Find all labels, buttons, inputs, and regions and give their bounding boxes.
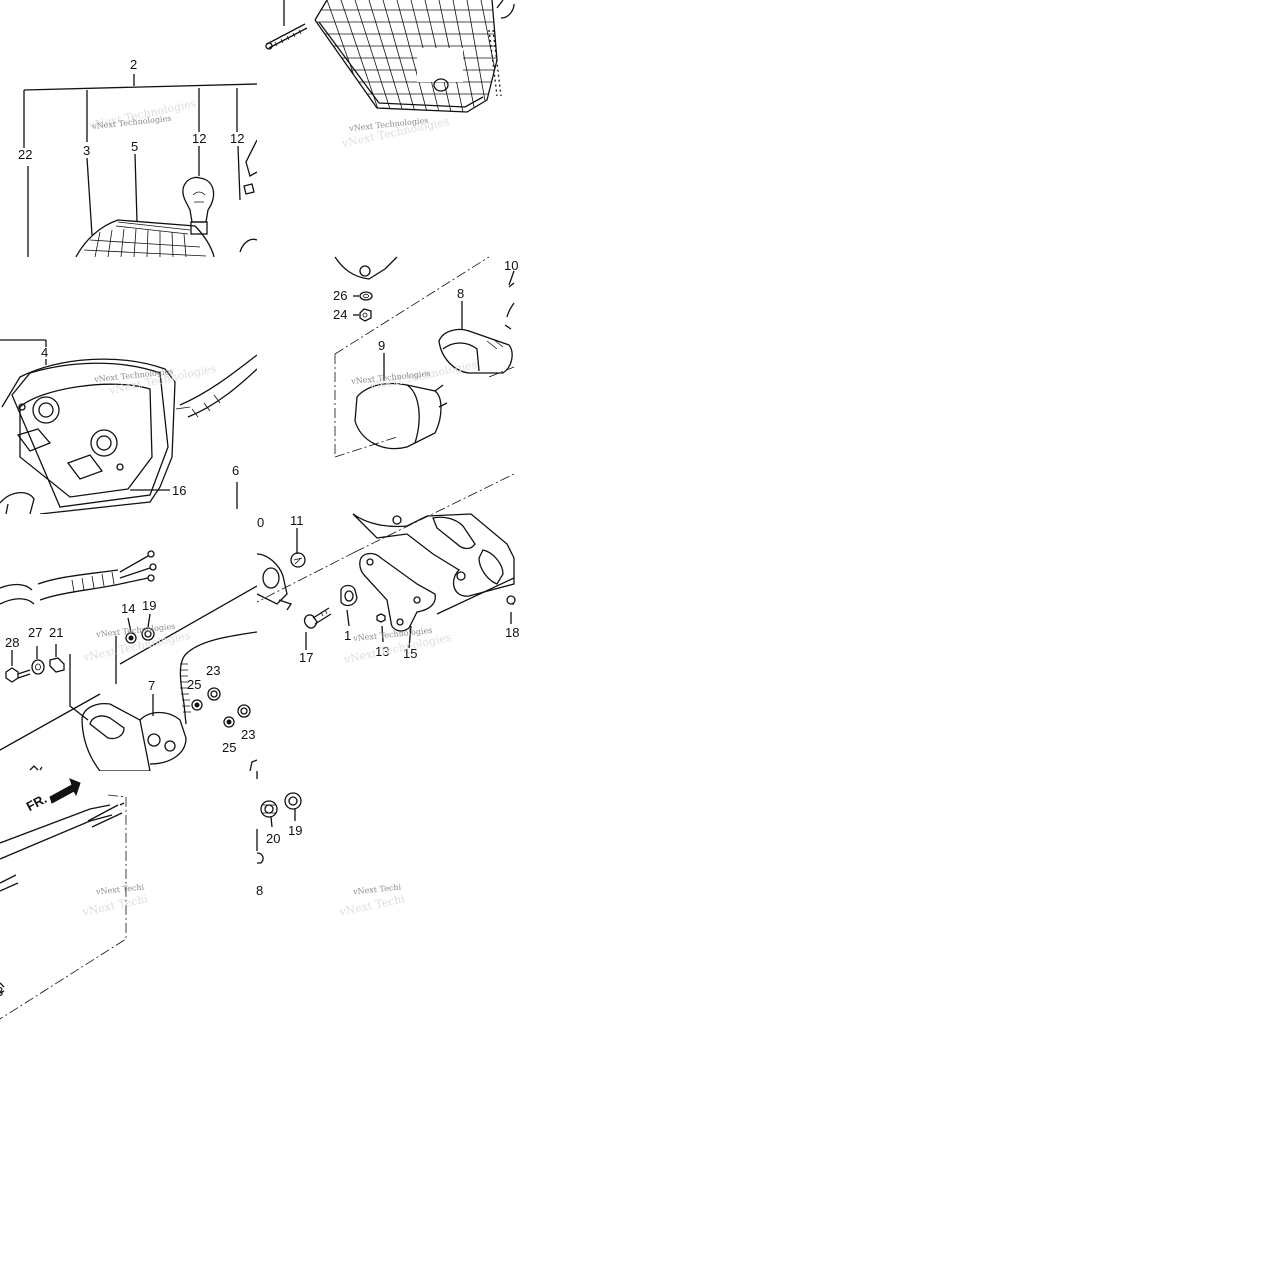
callout-10: 10 (504, 258, 519, 273)
callout-16: 16 (172, 483, 187, 498)
callout-14: 14 (121, 601, 136, 616)
tile-front-arrow: FR. 3 vNext Techi vNext Techi (0, 771, 257, 1028)
callout-19: 19 (142, 598, 157, 613)
callout-22: 22 (18, 147, 33, 162)
license-bracket-drawing (256, 473, 516, 650)
callout-7: 7 (148, 678, 156, 693)
callout-26: 26 (333, 288, 348, 303)
callout-21: 21 (49, 625, 64, 640)
callout-11: 11 (290, 513, 304, 528)
callout-8b: 8 (256, 883, 264, 898)
tile-nuts: 20 19 8 vNext Techi vNext Techi (256, 771, 514, 1028)
callout-25b: 25 (222, 740, 237, 755)
tile-taillight-lens: 2 22 3 5 12 12 vNext Technologies vNext … (0, 0, 258, 258)
callout-13: 13 (375, 644, 390, 659)
callout-1: 1 (344, 628, 352, 643)
callout-3: 3 (83, 143, 91, 158)
tile-turn-lamp: 26 24 9 8 10 vNext Technologies vNext Te… (257, 256, 518, 514)
callout-12a: 12 (192, 131, 207, 146)
turn-lamp-drawing (334, 256, 515, 458)
callout-24: 24 (333, 307, 348, 322)
tile-lens-grid: vNext Technologies vNext Technologies (257, 0, 515, 257)
housing-drawing (0, 339, 258, 515)
callout-28: 28 (5, 635, 20, 650)
front-arrow-drawing (0, 778, 127, 1020)
callout-8: 8 (457, 286, 465, 301)
callout-20: 20 (266, 831, 281, 846)
wiring-drawing (0, 550, 258, 772)
callout-3b: 3 (0, 985, 3, 998)
callout-27: 27 (28, 625, 43, 640)
callout-17: 17 (299, 650, 314, 665)
callout-23b: 23 (241, 727, 256, 742)
tile-lamp-housing: 4 6 16 vNext Technologies vNext Technolo… (0, 257, 258, 515)
callout-6: 6 (232, 463, 240, 478)
callout-0: 0 (257, 515, 265, 530)
callout-9: 9 (378, 338, 386, 353)
lens-grid-drawing (265, 0, 515, 113)
callout-12b: 12 (230, 131, 245, 146)
callout-25a: 25 (187, 677, 202, 692)
callout-19b: 19 (288, 823, 303, 838)
callout-23a: 23 (206, 663, 221, 678)
tile-wiring-bracket: 14 19 28 27 21 7 25 23 25 23 vNext Techn… (0, 514, 258, 772)
callout-15: 15 (403, 646, 418, 661)
callout-2: 2 (130, 57, 138, 72)
callout-18: 18 (505, 625, 520, 640)
tile-license-bracket: 0 11 17 1 13 15 18 vNext Technologies vN… (256, 473, 519, 771)
nuts-drawing (256, 771, 302, 864)
callout-4: 4 (41, 345, 49, 360)
callout-5: 5 (131, 139, 139, 154)
lens-drawing (23, 74, 258, 258)
